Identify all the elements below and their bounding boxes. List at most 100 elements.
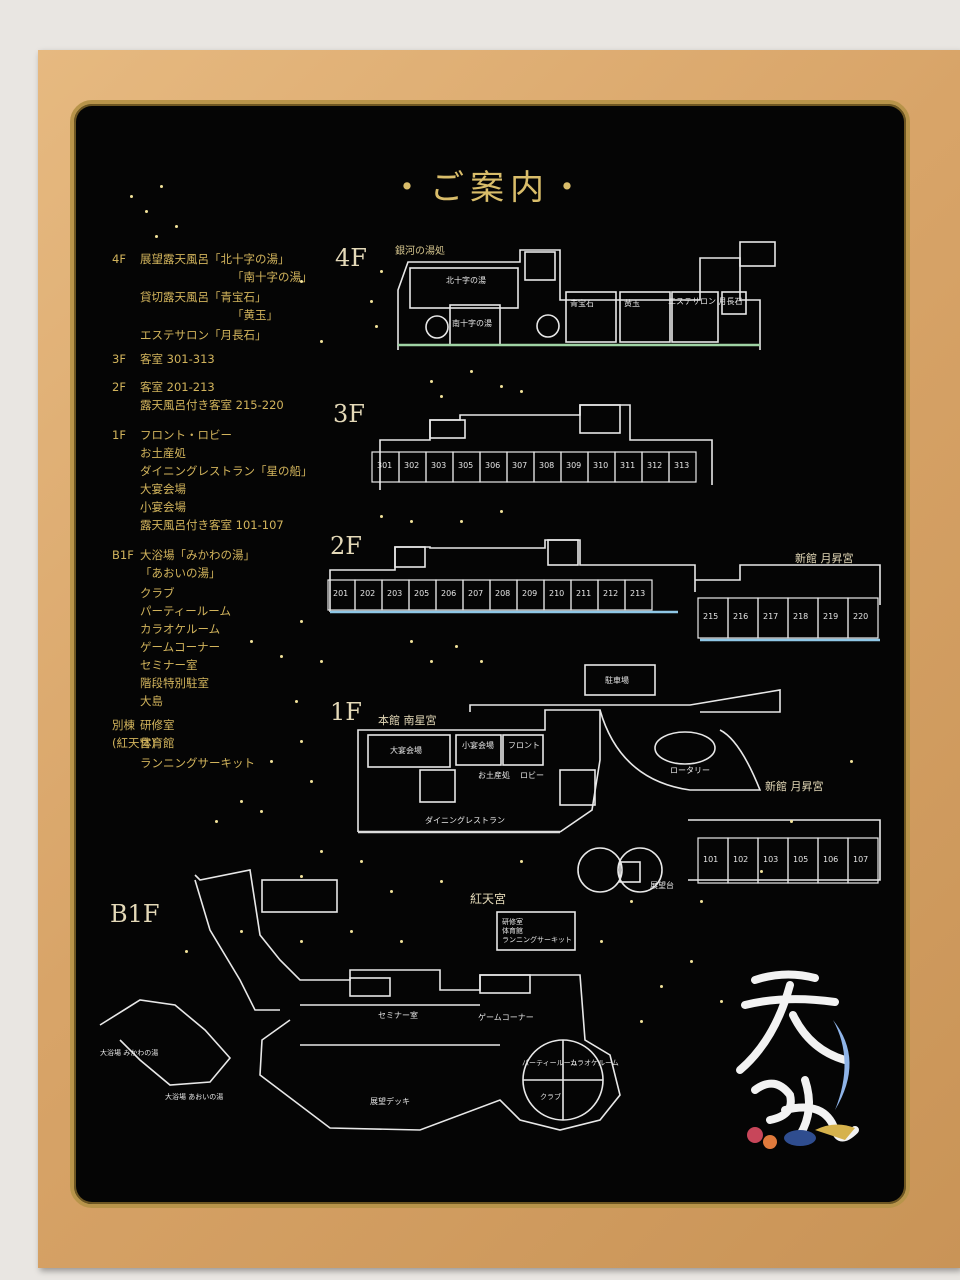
legend-text: 貸切露天風呂「青宝石」 [140, 290, 267, 304]
room-number: 201 [333, 589, 349, 598]
room-number: 309 [566, 461, 582, 470]
legend-row: 露天風呂付き客室 101-107 [112, 516, 284, 534]
star-dot [300, 280, 303, 283]
star-dot [640, 1020, 643, 1023]
guide-board [70, 100, 910, 1208]
label-dining: ダイニングレストラン [425, 816, 505, 825]
label-rotary: ロータリー [670, 766, 710, 775]
room-cell [624, 579, 653, 611]
legend-row: ダイニングレストラン「星の船」 [112, 462, 313, 480]
star-dot [440, 395, 443, 398]
label-daienkai: 大宴会場 [390, 746, 422, 755]
room-number: 101 [703, 854, 719, 864]
star-dot [440, 880, 443, 883]
floor-3f-label: 3F [333, 400, 365, 428]
legend-row: 大宴会場 [112, 480, 186, 498]
star-dot [250, 640, 253, 643]
legend-row: 「黄玉」 [112, 306, 278, 324]
label-chusha: 駐車場 [605, 676, 629, 685]
star-dot [600, 940, 603, 943]
star-dot [430, 380, 433, 383]
legend-text: セミナー室 [140, 658, 198, 672]
room-number: 220 [853, 612, 869, 621]
star-dot [215, 820, 218, 823]
room-number: 305 [458, 461, 474, 470]
label-omiyage: お土産処 [478, 771, 510, 780]
label-tenbou: 展望台 [650, 881, 674, 890]
star-dot [160, 185, 163, 188]
label-game: ゲームコーナー [478, 1013, 534, 1022]
tennomaru-logo [736, 970, 859, 1149]
legend-text: 小宴会場 [140, 500, 186, 514]
board-title: ・ご案内・ [390, 168, 590, 208]
room-number: 202 [360, 589, 376, 598]
label-shouenkai: 小宴会場 [462, 741, 494, 750]
legend-row: パーティールーム [112, 602, 231, 620]
legend-text: 客室 201-213 [140, 380, 215, 394]
room-number: 211 [576, 589, 592, 598]
star-dot [720, 1000, 723, 1003]
floor-b1f-label: B1F [110, 900, 160, 928]
star-dot [380, 515, 383, 518]
legend-row: 「あおいの湯」 [112, 564, 221, 582]
legend-text: 露天風呂付き客室 101-107 [140, 518, 284, 532]
legend-row: ランニングサーキット [112, 754, 255, 772]
floor-2f-label: 2F [330, 532, 362, 560]
label-lobby: ロビー [520, 771, 544, 780]
label-shinkan-2f: 新館 月昇宮 [795, 552, 854, 565]
legend-text: 「あおいの湯」 [140, 566, 221, 580]
star-dot [130, 195, 133, 198]
star-dot [300, 940, 303, 943]
room-number: 312 [647, 461, 663, 470]
legend-row: ゲームコーナー [112, 638, 220, 656]
legend-row: クラブ [112, 584, 175, 602]
room-number: 303 [431, 461, 447, 470]
star-dot [320, 850, 323, 853]
room-number: 208 [495, 589, 511, 598]
star-dot [455, 645, 458, 648]
legend-text: ランニングサーキット [140, 756, 255, 770]
legend-floor: 別棟 [112, 718, 135, 732]
star-dot [360, 860, 363, 863]
star-dot [500, 385, 503, 388]
legend-row: 階段特別駐室 [112, 674, 209, 692]
star-dot [320, 340, 323, 343]
room-number: 306 [485, 461, 501, 470]
legend-text: フロント・ロビー [140, 428, 232, 442]
room-number: 219 [823, 612, 839, 621]
legend-text: エステサロン「月長石」 [140, 328, 267, 342]
star-dot [370, 300, 373, 303]
star-dot [240, 930, 243, 933]
legend-row: カラオケルーム [112, 620, 220, 638]
room-number: 302 [404, 461, 420, 470]
star-dot [700, 900, 703, 903]
room-number: 310 [593, 461, 609, 470]
label-daiyoku-1: 大浴場 みかわの湯 [100, 1049, 159, 1057]
legend-text: 「黄玉」 [232, 308, 278, 322]
star-dot [350, 930, 353, 933]
room-number: 307 [512, 461, 528, 470]
label-honkan: 本館 南星宮 [378, 714, 437, 727]
legend-row: エステサロン「月長石」 [112, 326, 267, 344]
floor-1f-label: 1F [330, 698, 362, 726]
room-number: 212 [603, 589, 619, 598]
label-esute: エステサロン 月長石 [668, 297, 743, 306]
legend-row: 大島 [112, 692, 163, 710]
room-cell [668, 451, 697, 483]
label-kita: 北十字の湯 [446, 276, 486, 285]
label-daiyoku-2: 大浴場 あおいの湯 [165, 1093, 224, 1101]
room-number: 207 [468, 589, 484, 598]
label-karaoke: カラオケルーム [570, 1059, 619, 1067]
legend-text: ダイニングレストラン「星の船」 [140, 464, 313, 478]
room-cell [847, 837, 879, 884]
star-dot [400, 940, 403, 943]
star-dot [790, 820, 793, 823]
room-cell [847, 597, 879, 639]
star-dot [390, 890, 393, 893]
legend-text: 体育館 [140, 736, 175, 750]
star-dot [410, 520, 413, 523]
label-ginga: 銀河の湯処 [395, 246, 445, 257]
